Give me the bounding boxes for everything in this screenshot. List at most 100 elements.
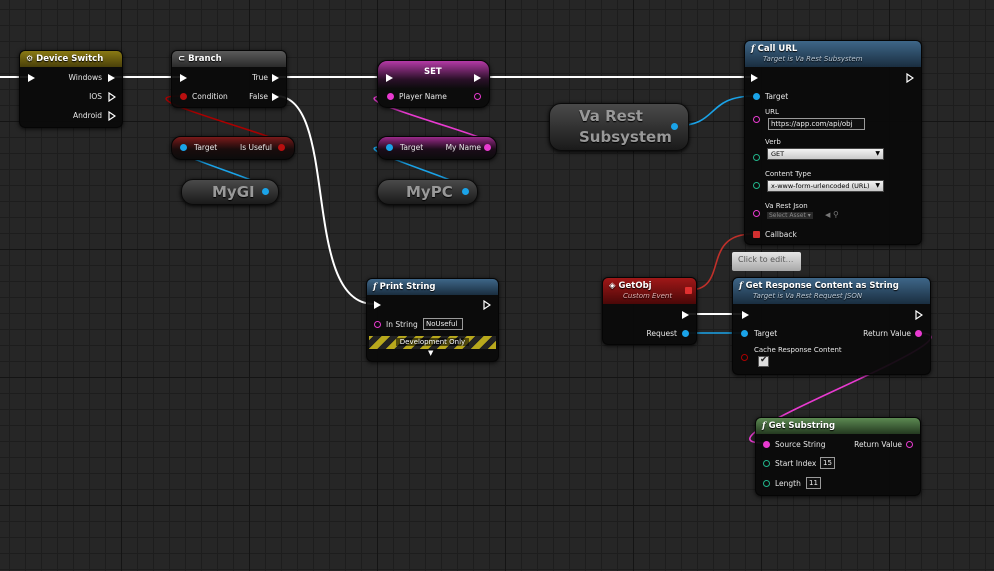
print-string-in-field[interactable]: NoUseful (423, 318, 463, 330)
call-url-url-pin[interactable] (753, 116, 760, 123)
set-exec-in-pin[interactable] (386, 74, 393, 82)
set-title: SET (424, 67, 442, 77)
call-url-callback-pin[interactable] (753, 231, 760, 238)
device-switch-node[interactable]: ⚙Device Switch Windows IOS Android (19, 50, 123, 128)
branch-condition-label: Condition (192, 92, 228, 101)
call-url-exec-in-pin[interactable] (751, 74, 758, 82)
set-player-name-pin[interactable] (387, 93, 394, 100)
search-icon[interactable]: ⚲ (833, 210, 839, 219)
va-rest-subsystem-output-pin[interactable] (671, 123, 678, 130)
mygi-variable-node[interactable]: MyGI (181, 179, 279, 205)
development-only-label: Development Only (395, 338, 470, 346)
set-exec-out-pin[interactable] (474, 74, 481, 82)
get-obj-header: ◈GetObj Custom Event (603, 278, 696, 304)
get-response-target-label: Target (754, 329, 778, 338)
mygi-output-pin[interactable] (262, 188, 269, 195)
is-useful-target-label: Target (194, 143, 218, 152)
get-substring-length-label: Length (775, 479, 801, 488)
call-url-target-pin[interactable] (753, 93, 760, 100)
get-response-cache-pin[interactable] (741, 354, 748, 361)
print-string-in-pin[interactable] (374, 321, 381, 328)
get-response-exec-in-pin[interactable] (742, 311, 749, 319)
call-url-subtitle: Target is Va Rest Subsystem (763, 55, 863, 63)
call-url-verb-dropdown[interactable]: GET (767, 148, 884, 160)
get-response-target-pin[interactable] (741, 330, 748, 337)
get-obj-subtitle: Custom Event (623, 292, 673, 300)
my-name-output-pin[interactable] (484, 144, 491, 151)
expand-arrow-icon[interactable]: ▼ (428, 349, 434, 357)
get-response-subtitle: Target is Va Rest Request JSON (753, 292, 863, 300)
print-string-exec-out-pin[interactable] (483, 300, 491, 310)
pin-label-android: Android (73, 111, 102, 120)
branch-node[interactable]: ⊂Branch True Condition False (171, 50, 287, 108)
my-name-node[interactable]: Target My Name (377, 136, 497, 160)
call-url-json-asset-picker[interactable]: Select Asset ▾ (767, 212, 813, 219)
call-url-exec-out-pin[interactable] (906, 73, 914, 83)
call-url-content-type-dropdown[interactable]: x-www-form-urlencoded (URL) (767, 180, 884, 192)
call-url-url-field[interactable]: https://app.com/api/obj (768, 118, 865, 130)
branch-icon: ⊂ (178, 54, 186, 64)
print-string-exec-in-pin[interactable] (374, 301, 381, 309)
get-response-return-label: Return Value (863, 329, 911, 338)
function-icon: f (373, 282, 377, 292)
get-response-cache-label: Cache Response Content (754, 346, 842, 354)
set-node[interactable]: SET Player Name (377, 60, 490, 108)
get-obj-delegate-pin[interactable] (685, 287, 692, 294)
get-obj-request-pin[interactable] (682, 330, 689, 337)
branch-exec-in-pin[interactable] (180, 74, 187, 82)
delegate-wire-getobj-callback (688, 233, 754, 291)
exec-out-ios-pin[interactable] (108, 92, 116, 102)
mypc-label: MyPC (406, 183, 453, 201)
get-substring-length-field[interactable]: 11 (806, 477, 821, 489)
call-url-json-label: Va Rest Json (765, 202, 808, 210)
exec-out-android-pin[interactable] (108, 111, 116, 121)
checkmark-icon: ✔ (760, 355, 768, 365)
branch-condition-pin[interactable] (180, 93, 187, 100)
set-output-pin[interactable] (474, 93, 481, 100)
get-obj-title: GetObj (618, 281, 652, 291)
call-url-target-label: Target (765, 92, 789, 101)
exec-out-windows-pin[interactable] (108, 74, 115, 82)
get-response-return-pin[interactable] (915, 330, 922, 337)
get-obj-exec-out-pin[interactable] (682, 311, 689, 319)
mypc-variable-node[interactable]: MyPC (377, 179, 478, 205)
branch-false-label: False (249, 92, 268, 101)
exec-in-pin[interactable] (28, 74, 35, 82)
cache-response-checkbox[interactable]: ✔ (758, 355, 769, 367)
my-name-target-pin[interactable] (386, 144, 393, 151)
get-substring-source-pin[interactable] (763, 441, 770, 448)
call-url-content-type-pin[interactable] (753, 182, 760, 189)
browse-arrow-icon[interactable]: ◀ (825, 211, 831, 219)
print-string-title: Print String (379, 282, 436, 292)
call-url-verb-pin[interactable] (753, 154, 760, 161)
mypc-output-pin[interactable] (462, 188, 469, 195)
my-name-output-label: My Name (445, 143, 481, 152)
call-url-json-pin[interactable] (753, 210, 760, 217)
get-substring-return-pin[interactable] (906, 441, 913, 448)
va-rest-subsystem-node[interactable]: Va Rest Subsystem (549, 103, 689, 151)
exec-wire-branch-print (275, 95, 375, 305)
branch-true-pin[interactable] (272, 74, 279, 82)
get-substring-return-label: Return Value (854, 440, 902, 449)
is-useful-node[interactable]: Target Is Useful (171, 136, 295, 160)
is-useful-output-label: Is Useful (240, 143, 272, 152)
is-useful-output-pin[interactable] (278, 144, 285, 151)
is-useful-target-pin[interactable] (180, 144, 187, 151)
get-substring-length-pin[interactable] (763, 480, 770, 487)
function-icon: f (762, 421, 766, 431)
get-obj-event-node[interactable]: ◈GetObj Custom Event Request (602, 277, 697, 345)
get-obj-request-label: Request (646, 329, 677, 338)
branch-false-pin[interactable] (272, 93, 279, 101)
call-url-title: Call URL (757, 44, 798, 54)
get-response-exec-out-pin[interactable] (915, 310, 923, 320)
event-icon: ◈ (609, 281, 616, 291)
get-substring-start-field[interactable]: 15 (820, 457, 835, 469)
get-substring-start-pin[interactable] (763, 460, 770, 467)
call-url-url-label: URL (765, 108, 779, 116)
